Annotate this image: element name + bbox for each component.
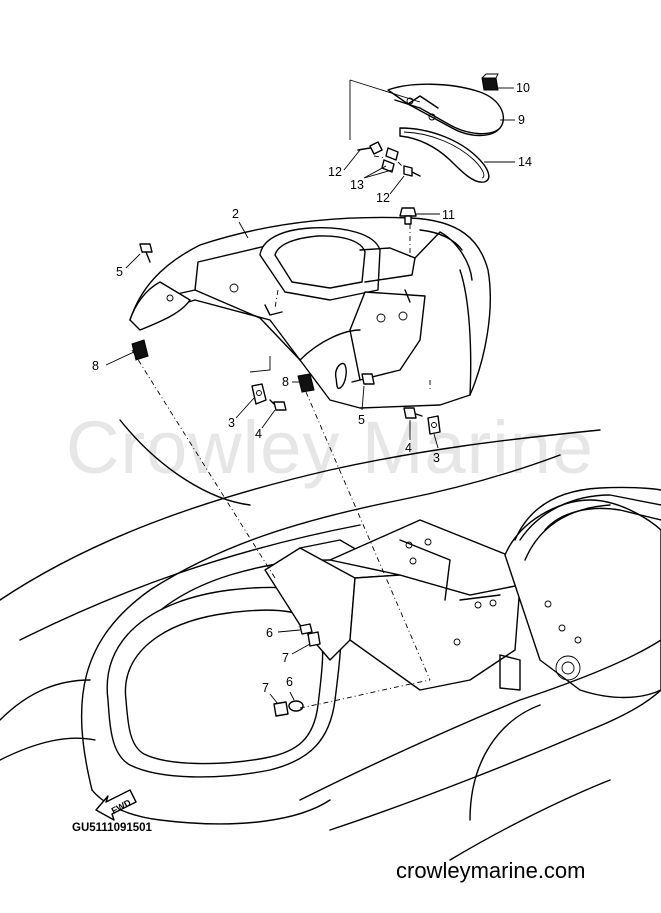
callout-9: 9 bbox=[518, 113, 525, 127]
lid-assembly bbox=[357, 73, 505, 225]
hull-deck bbox=[0, 419, 661, 861]
callout-7-upper: 7 bbox=[282, 651, 289, 665]
callout-5-left: 5 bbox=[116, 265, 123, 279]
callout-2: 2 bbox=[232, 207, 239, 221]
callout-10: 10 bbox=[516, 81, 530, 95]
callout-12-upper: 12 bbox=[328, 165, 342, 179]
callout-8-left: 8 bbox=[92, 359, 99, 373]
upper-cowl bbox=[129, 216, 491, 409]
callout-6-lower: 6 bbox=[286, 675, 293, 689]
callout-12-lower: 12 bbox=[376, 191, 390, 205]
callout-4-right: 4 bbox=[405, 441, 412, 455]
leader-lines bbox=[105, 87, 515, 705]
callout-13: 13 bbox=[350, 178, 364, 192]
callout-3-right: 3 bbox=[433, 451, 440, 465]
callout-7-lower: 7 bbox=[262, 681, 269, 695]
site-footer: crowleymarine.com bbox=[396, 858, 586, 883]
callout-6-upper: 6 bbox=[266, 626, 273, 640]
callout-8-right: 8 bbox=[282, 375, 289, 389]
assembly-lines bbox=[131, 79, 431, 709]
callout-4-left: 4 bbox=[255, 427, 262, 441]
callout-5-right: 5 bbox=[358, 413, 365, 427]
callouts: 2 5 8 3 4 8 5 4 3 6 7 7 6 10 9 14 11 12 … bbox=[92, 81, 532, 816]
callout-3-left: 3 bbox=[228, 416, 235, 430]
callout-14: 14 bbox=[518, 155, 532, 169]
callout-11: 11 bbox=[442, 208, 455, 222]
hardware bbox=[95, 243, 441, 821]
diagram-code: GU5111091501 bbox=[72, 822, 152, 834]
